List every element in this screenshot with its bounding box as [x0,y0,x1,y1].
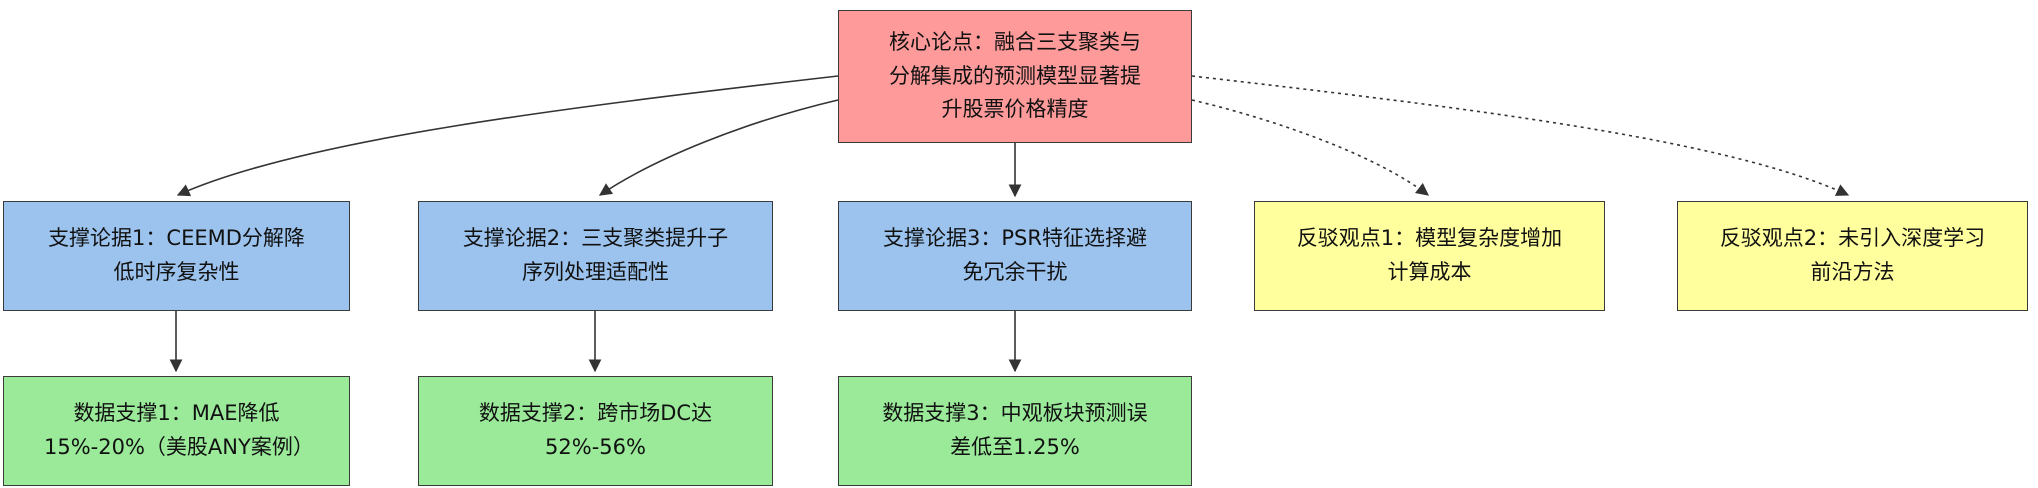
edge-core-to-counter-2 [1191,75,1850,196]
node-counter-2: 反驳观点2：未引入深度学习前沿方法 [1677,201,2028,311]
node-support-3-label: 支撑论据3：PSR特征选择避免冗余干扰 [883,226,1147,284]
node-support-1-label: 支撑论据1：CEEMD分解降低时序复杂性 [48,226,305,284]
node-evidence-3: 数据支撑3：中观板块预测误差低至1.25% [838,376,1192,486]
node-counter-1-label: 反驳观点1：模型复杂度增加计算成本 [1296,226,1563,284]
node-core-claim-label: 核心论点：融合三支聚类与分解集成的预测模型显著提升股票价格精度 [889,30,1141,122]
node-evidence-1-label: 数据支撑1：MAE降低15%-20%（美股ANY案例） [44,401,314,459]
edge-core-to-support-2 [598,99,839,196]
node-evidence-1: 数据支撑1：MAE降低15%-20%（美股ANY案例） [3,376,350,486]
node-support-2-label: 支撑论据2：三支聚类提升子序列处理适配性 [462,226,729,284]
node-support-2: 支撑论据2：三支聚类提升子序列处理适配性 [418,201,773,311]
node-evidence-2-label: 数据支撑2：跨市场DC达52%-56% [478,401,713,459]
node-evidence-2: 数据支撑2：跨市场DC达52%-56% [418,376,773,486]
edge-core-to-support-1 [176,75,839,197]
node-core-claim: 核心论点：融合三支聚类与分解集成的预测模型显著提升股票价格精度 [838,10,1192,143]
node-support-1: 支撑论据1：CEEMD分解降低时序复杂性 [3,201,350,311]
edge-core-to-counter-1 [1191,99,1430,196]
node-evidence-3-label: 数据支撑3：中观板块预测误差低至1.25% [882,401,1148,459]
node-counter-1: 反驳观点1：模型复杂度增加计算成本 [1254,201,1605,311]
node-support-3: 支撑论据3：PSR特征选择避免冗余干扰 [838,201,1192,311]
node-counter-2-label: 反驳观点2：未引入深度学习前沿方法 [1719,226,1986,284]
